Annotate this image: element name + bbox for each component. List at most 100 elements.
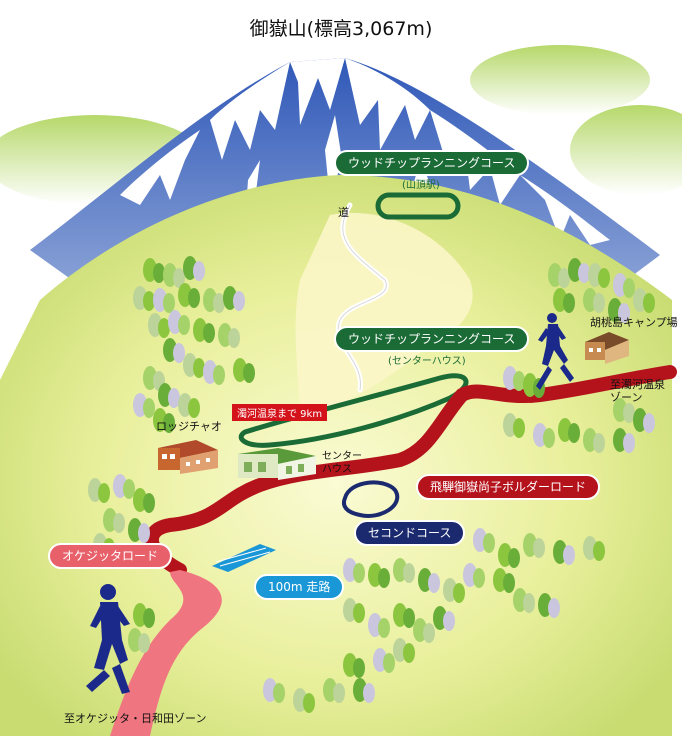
center-house-building-icon	[238, 448, 316, 480]
tree-icon	[418, 568, 440, 593]
tree-icon	[178, 283, 200, 308]
track-100m	[212, 544, 276, 572]
tree-icon	[263, 678, 285, 703]
tree-icon	[153, 408, 175, 433]
tree-icon	[153, 288, 175, 313]
okejitta-road-label: オケジッタロード	[48, 543, 173, 569]
tree-icon	[553, 288, 575, 313]
tree-icon	[608, 298, 630, 323]
tree-icon	[503, 366, 525, 391]
woodchip-course-center-label: ウッドチップランニングコース	[334, 326, 530, 352]
trees	[88, 256, 655, 713]
tree-icon	[163, 338, 185, 363]
tree-icon	[113, 474, 135, 499]
tree-icon	[343, 558, 365, 583]
camp-building-icon	[585, 332, 629, 364]
center-house-label: センター ハウス	[322, 451, 362, 475]
runner-icon	[536, 313, 574, 390]
tree-icon	[133, 393, 155, 418]
tree-icon	[588, 263, 610, 288]
tree-icon	[503, 413, 525, 438]
tree-icon	[498, 543, 520, 568]
tree-icon	[433, 606, 455, 631]
tree-icon	[493, 568, 515, 593]
tree-icon	[548, 263, 570, 288]
tree-icon	[368, 613, 390, 638]
tree-icon	[203, 288, 225, 313]
tree-icon	[293, 688, 315, 713]
tree-icon	[553, 540, 575, 565]
tree-icon	[368, 563, 390, 588]
to-okejitta-label: 至オケジッタ・日和田ゾーン	[64, 712, 207, 725]
woodchip-course-summit-label: ウッドチップランニングコース	[334, 150, 530, 176]
tree-icon	[88, 478, 110, 503]
tree-icon	[223, 286, 245, 311]
woodchip-course-center	[238, 373, 469, 448]
tree-icon	[393, 603, 415, 628]
tree-icon	[513, 588, 535, 613]
nigorigo-distance-label: 濁河温泉まで 9km	[232, 404, 328, 421]
okejitta-road-path	[110, 570, 222, 736]
background-hills	[0, 45, 682, 205]
tree-icon	[343, 653, 365, 678]
tree-icon	[583, 288, 605, 313]
woodchip-course-summit	[375, 192, 461, 220]
tree-icon	[393, 558, 415, 583]
tree-icon	[143, 258, 165, 283]
tree-icon	[163, 263, 185, 288]
tree-icon	[178, 393, 200, 418]
tree-icon	[128, 628, 150, 653]
tree-icon	[233, 358, 255, 383]
tree-icon	[203, 360, 225, 385]
tree-icon	[128, 518, 150, 543]
tree-icon	[133, 286, 155, 311]
tree-icon	[613, 273, 635, 298]
tree-icon	[353, 678, 375, 703]
to-nigorigo-label: 至濁河温泉 ゾーン	[610, 378, 665, 404]
tree-icon	[193, 318, 215, 343]
tree-icon	[523, 533, 545, 558]
tree-icon	[168, 310, 190, 335]
road-label: 道	[338, 206, 349, 219]
boulder-road-label: 飛騨御嶽尚子ボルダーロード	[416, 474, 601, 500]
tree-icon	[443, 578, 465, 603]
tree-icon	[473, 528, 495, 553]
tree-icon	[613, 428, 635, 453]
runner-icon	[86, 584, 130, 694]
tree-icon	[148, 313, 170, 338]
tree-icon	[538, 593, 560, 618]
track-label: 100m 走路	[254, 574, 345, 600]
meadow	[0, 175, 672, 736]
page-title: 御嶽山(標高3,067m)	[249, 18, 433, 40]
tree-icon	[158, 383, 180, 408]
tree-icon	[568, 258, 590, 283]
tree-icon	[558, 418, 580, 443]
tree-icon	[633, 288, 655, 313]
tree-icon	[413, 618, 435, 643]
camp-label: 胡桃島キャンプ場	[590, 316, 678, 329]
woodchip-course-summit-sublabel: (山頂駅)	[402, 180, 440, 191]
tree-icon	[533, 423, 555, 448]
tree-icon	[393, 638, 415, 663]
ski-slope	[295, 212, 473, 420]
tree-icon	[583, 536, 605, 561]
lodge-label: ロッジチャオ	[156, 420, 222, 433]
second-course-label: セコンドコース	[354, 520, 466, 546]
tree-icon	[633, 408, 655, 433]
woodchip-course-center-sublabel: (センターハウス)	[388, 356, 466, 367]
tree-icon	[463, 563, 485, 588]
tree-icon	[133, 603, 155, 628]
tree-icon	[613, 398, 635, 423]
tree-icon	[183, 256, 205, 281]
tree-icon	[323, 678, 345, 703]
tree-icon	[183, 353, 205, 378]
tree-icon	[373, 648, 395, 673]
tree-icon	[583, 428, 605, 453]
tree-icon	[343, 598, 365, 623]
tree-icon	[103, 508, 125, 533]
tree-icon	[133, 488, 155, 513]
lodge-building-icon	[158, 440, 218, 474]
tree-icon	[218, 323, 240, 348]
second-course-loop	[341, 480, 400, 518]
